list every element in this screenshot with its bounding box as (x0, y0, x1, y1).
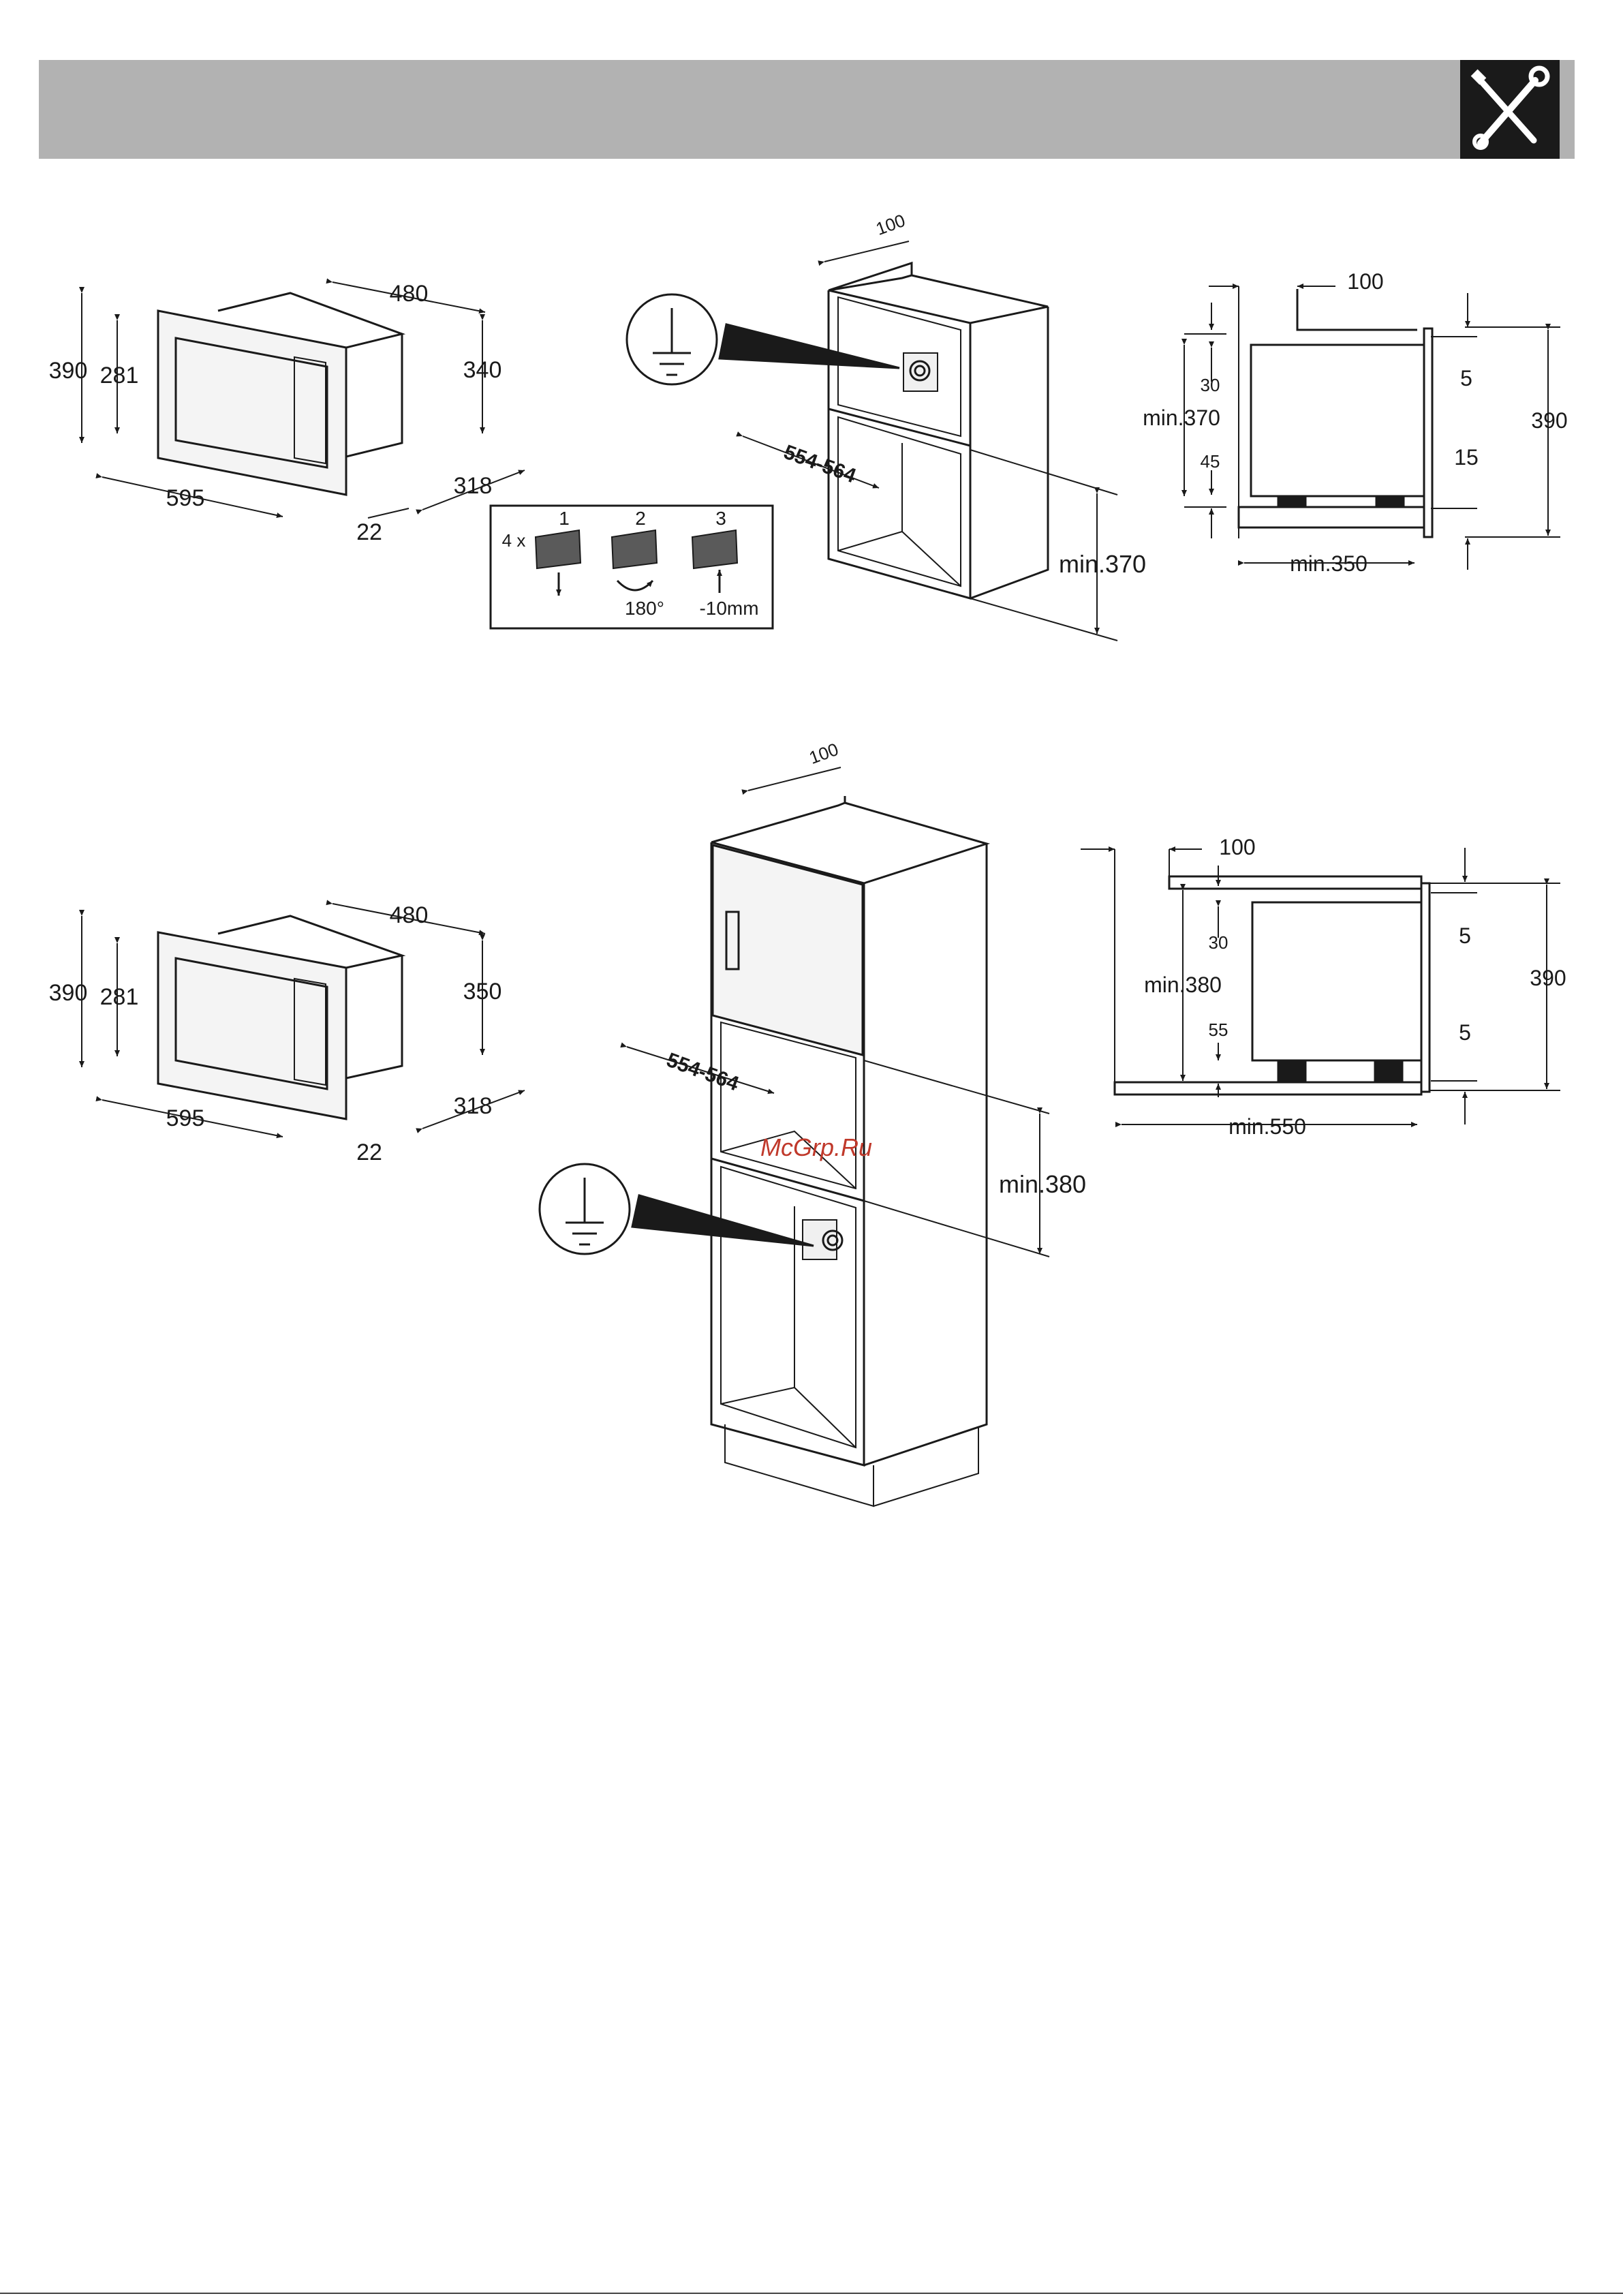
top-side-depth-label: min.350 (1290, 551, 1367, 576)
top-height-label: 390 (49, 358, 88, 384)
top-side-height-label: min.370 (1143, 405, 1220, 430)
top-cabinet-gap-label: 100 (873, 210, 908, 239)
rotate-label: 180° (625, 598, 664, 619)
bottom-height-label: 390 (49, 980, 88, 1006)
bottom-side-a-label: 30 (1209, 932, 1228, 953)
bottom-inner-height-label: 281 (100, 984, 139, 1010)
top-side-view-drawing (1184, 286, 1560, 570)
top-side-r1-label: 5 (1460, 366, 1472, 391)
top-cabinet-width-label: 554-564 (781, 441, 859, 488)
bottom-cabinet-width-label: 554-564 (664, 1049, 742, 1096)
bottom-side-height-label: min.380 (1144, 973, 1222, 997)
bottom-side-depth-label: min.550 (1228, 1114, 1306, 1139)
top-side-r2-label: 15 (1454, 445, 1479, 470)
top-side-a-label: 30 (1201, 375, 1220, 395)
lower-label: -10mm (699, 598, 758, 619)
bottom-side-total-label: 390 (1530, 966, 1566, 990)
step-2-label: 2 (635, 508, 646, 529)
top-bottom-label: 22 (356, 519, 382, 545)
step-1-label: 1 (559, 508, 570, 529)
bottom-body-depth-label: 318 (454, 1093, 493, 1119)
bottom-depth-label: 480 (390, 902, 429, 928)
bottom-side-r1-label: 5 (1459, 923, 1471, 948)
top-inner-height-label: 281 (100, 363, 139, 388)
steps-multiplier: 4 x (502, 530, 526, 551)
top-cabinet-height-label: min.370 (1059, 550, 1146, 578)
top-side-b-label: 45 (1201, 451, 1220, 472)
top-depth-label: 480 (390, 281, 429, 307)
bottom-side-gap-label: 100 (1219, 835, 1255, 859)
watermark: McGrp.Ru (760, 1133, 872, 1161)
bottom-side-height-label: 350 (463, 979, 502, 1005)
step-3-label: 3 (715, 508, 726, 529)
top-side-height-label: 340 (463, 357, 502, 383)
top-width-label: 595 (166, 485, 205, 511)
ground-symbol-icon (540, 1164, 814, 1254)
top-body-depth-label: 318 (454, 473, 493, 499)
top-side-gap-label: 100 (1347, 269, 1383, 294)
top-side-total-label: 390 (1531, 408, 1567, 433)
bottom-side-b-label: 55 (1209, 1020, 1228, 1040)
top-cabinet-drawing (743, 241, 1117, 641)
footer-line (0, 2293, 1623, 2294)
ground-symbol-icon (627, 294, 899, 384)
bottom-side-r2-label: 5 (1459, 1020, 1471, 1045)
bottom-cabinet-gap-label: 100 (806, 739, 841, 768)
bottom-width-label: 595 (166, 1105, 205, 1131)
bottom-cabinet-height-label: min.380 (999, 1170, 1086, 1198)
bottom-bottom-label: 22 (356, 1139, 382, 1165)
